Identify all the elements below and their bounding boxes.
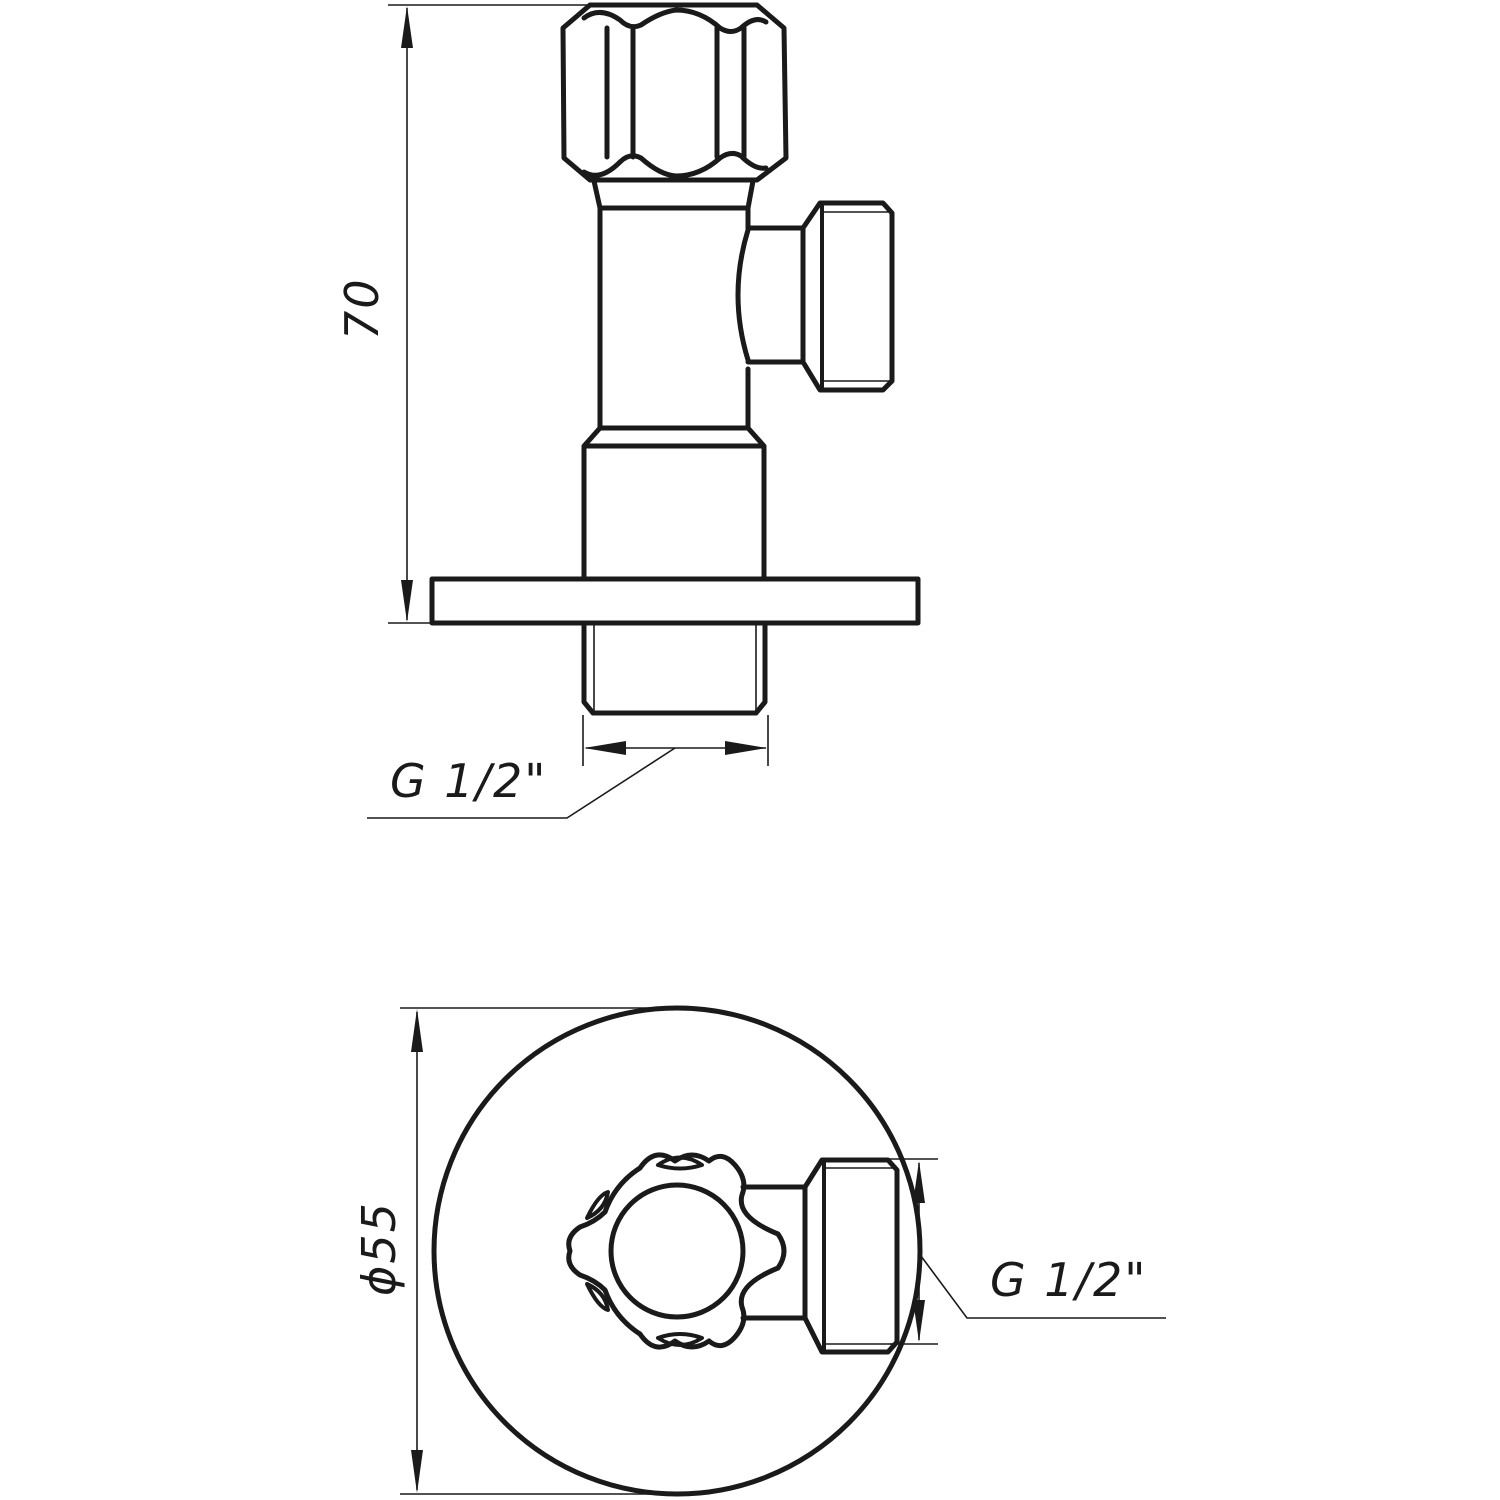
handwheel-center — [608, 1182, 746, 1320]
handwheel — [566, 1152, 787, 1350]
diameter-dimension: ϕ55 — [352, 1007, 677, 1495]
flange-plate — [429, 576, 921, 626]
valve-body — [597, 205, 751, 431]
lower-body — [581, 425, 767, 581]
side-outlet-top — [740, 1157, 900, 1355]
bottom-thread — [581, 621, 768, 716]
side-outlet — [735, 200, 895, 393]
height-dimension: 70 — [335, 4, 590, 624]
side-thread-label: G 1/2" — [990, 1253, 1147, 1307]
diameter-label: ϕ55 — [352, 1201, 406, 1296]
bottom-thread-dimension: G 1/2" — [367, 715, 769, 819]
height-label: 70 — [335, 277, 389, 340]
flange-circle — [431, 1005, 923, 1497]
top-view: ϕ55 G 1/2" — [352, 1005, 1166, 1497]
side-view: 70 G 1/2" — [335, 2, 921, 819]
cap-nut — [560, 2, 789, 183]
bottom-thread-label: G 1/2" — [390, 754, 547, 808]
cap-neck — [591, 178, 756, 211]
side-thread-dimension: G 1/2" — [890, 1158, 1166, 1345]
